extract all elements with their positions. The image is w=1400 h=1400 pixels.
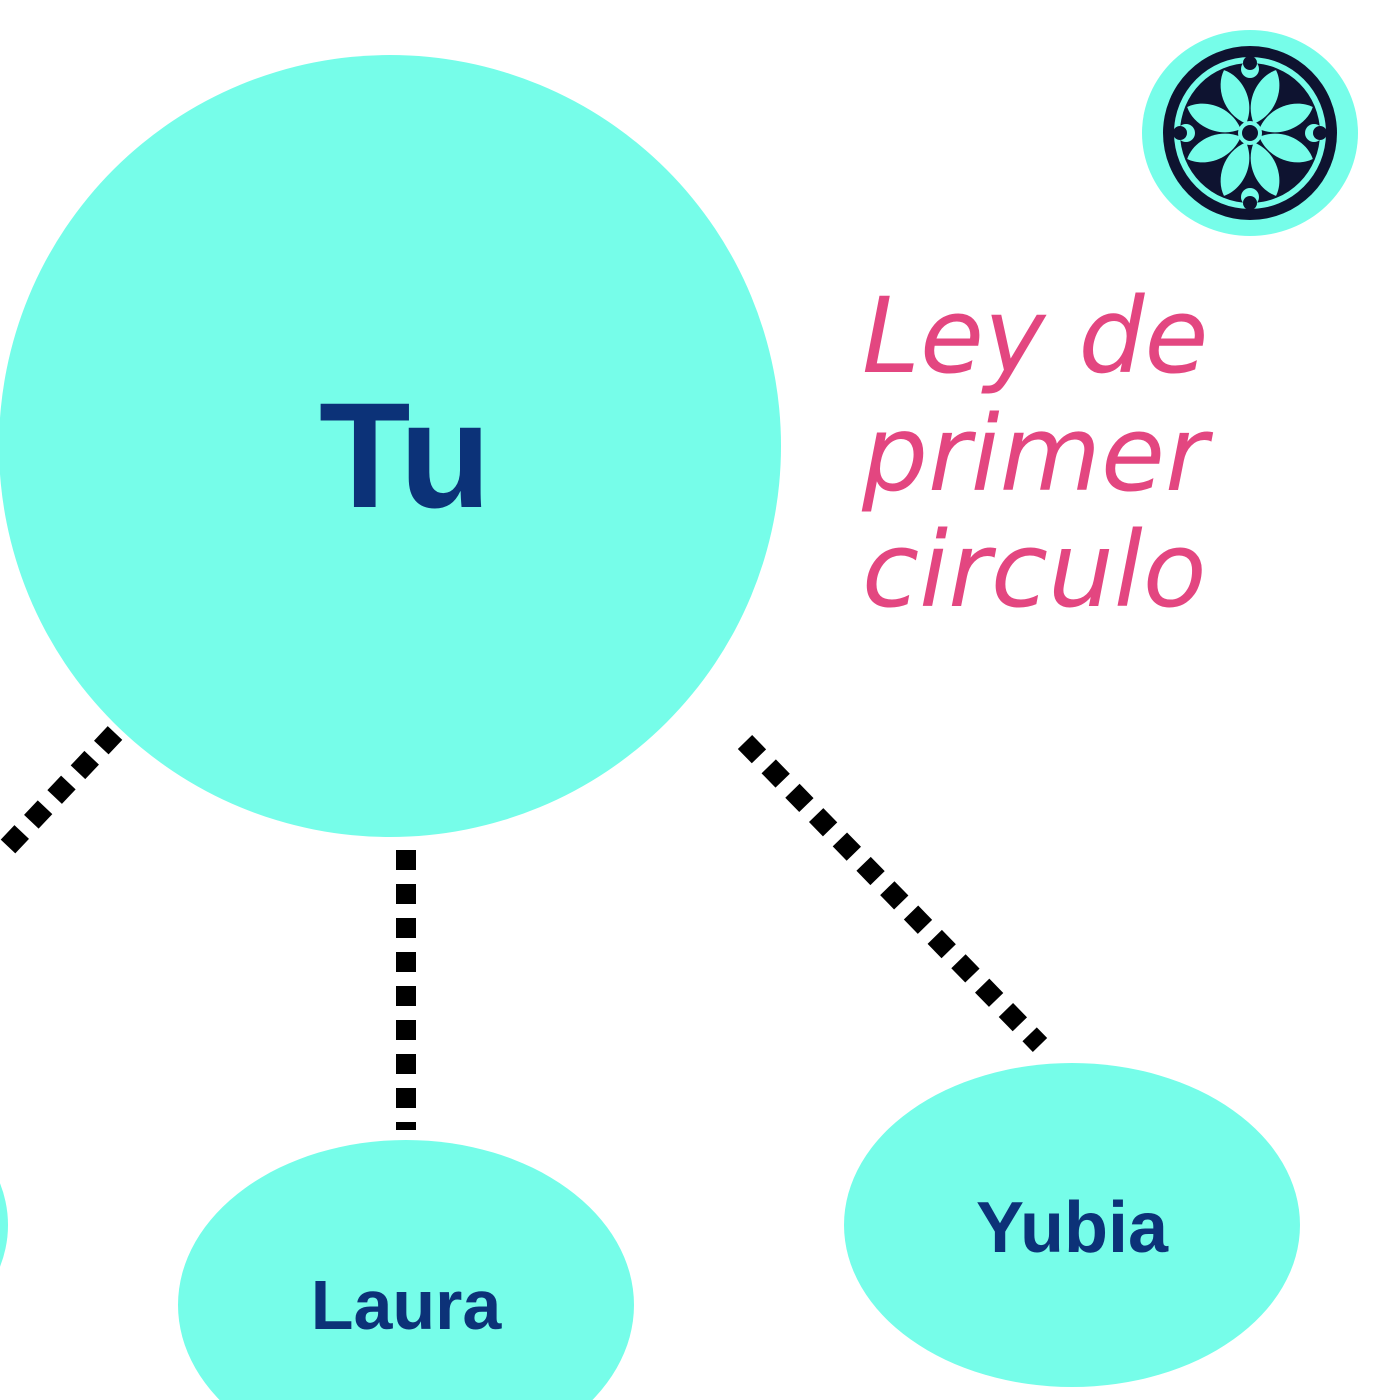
title-line-3: circulo (862, 509, 1206, 631)
node-middle-ellipse (178, 1140, 634, 1400)
title-line-2: primer (861, 393, 1214, 515)
node-center-circle (0, 55, 781, 837)
logo-dot-inner (1313, 126, 1327, 140)
logo-petal (1187, 133, 1241, 163)
title-line-1: Ley de (862, 275, 1209, 397)
connector-center-right (737, 735, 1048, 1052)
logo-petal (1220, 70, 1250, 124)
logo-petal (1187, 103, 1241, 133)
node-center-label: Tu (319, 371, 491, 539)
logo-petal (1250, 142, 1280, 196)
logo-petal (1259, 103, 1313, 133)
node-middle-label: Laura (311, 1266, 503, 1344)
logo-dot-inner (1173, 126, 1187, 140)
node-left (0, 1183, 8, 1267)
diagram-title: Ley de primer circulo (861, 275, 1214, 631)
logo-petal (1259, 133, 1313, 163)
node-right: Yubia (844, 1063, 1300, 1387)
mandala-flower-logo-icon (1142, 30, 1358, 236)
node-center: Tu (0, 55, 781, 837)
logo-petal (1250, 70, 1280, 124)
node-left-circle (0, 1183, 8, 1267)
node-right-label: Yubia (976, 1188, 1169, 1268)
logo-dot-inner (1243, 56, 1257, 70)
node-right-ellipse (844, 1063, 1300, 1387)
node-middle: Laura (178, 1140, 634, 1400)
logo-dot-inner (1243, 196, 1257, 210)
connector-center-left (0, 726, 123, 862)
logo-petal (1220, 142, 1250, 196)
